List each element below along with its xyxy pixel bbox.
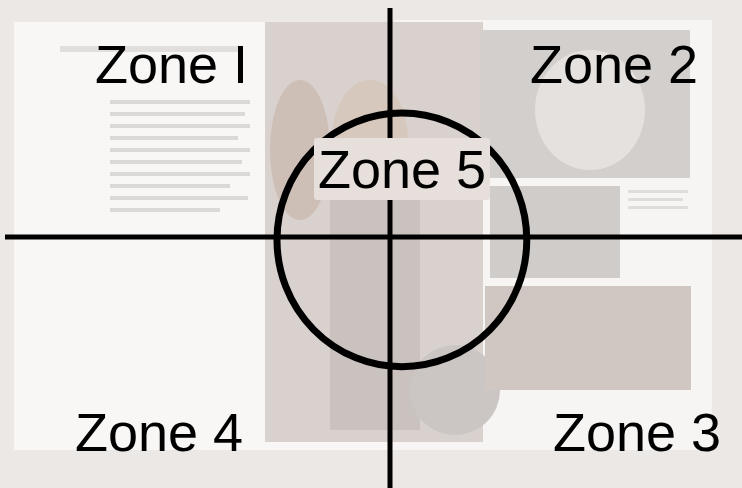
text-line: [110, 160, 242, 164]
zone-circle: Zone 5: [273, 109, 531, 371]
faded-figure: [330, 190, 420, 430]
zone-label-wrap: Zone 2: [530, 33, 698, 95]
zone-label: Zone 2: [530, 33, 698, 95]
text-line: [110, 196, 248, 200]
zone-label: Zone 4: [75, 401, 243, 463]
text-line: [110, 112, 245, 116]
text-line: [110, 136, 238, 140]
horizontal-divider: [5, 235, 742, 240]
middle-photo: [490, 186, 620, 278]
zone-label: Zone 3: [553, 401, 721, 463]
zone-label-wrap: Zone I: [95, 33, 248, 95]
faint-caption: [628, 190, 688, 209]
text-line: [628, 198, 683, 201]
zone-label: Zone I: [95, 33, 248, 95]
zone-label-wrap: Zone 4: [75, 401, 243, 463]
zone-label-wrap: Zone 3: [553, 401, 721, 463]
bottom-photo: [485, 286, 691, 390]
zone-label: Zone 5: [314, 138, 490, 200]
text-line: [110, 124, 250, 128]
circle-outline: [277, 113, 527, 367]
text-line: [628, 190, 688, 193]
vertical-divider: [388, 8, 393, 488]
text-line: [110, 148, 250, 152]
text-line: [110, 208, 220, 212]
text-line: [110, 184, 230, 188]
text-line: [110, 100, 250, 104]
text-line: [110, 172, 250, 176]
zone-text-line: Zone 5: [273, 138, 531, 200]
text-line: [628, 206, 688, 209]
